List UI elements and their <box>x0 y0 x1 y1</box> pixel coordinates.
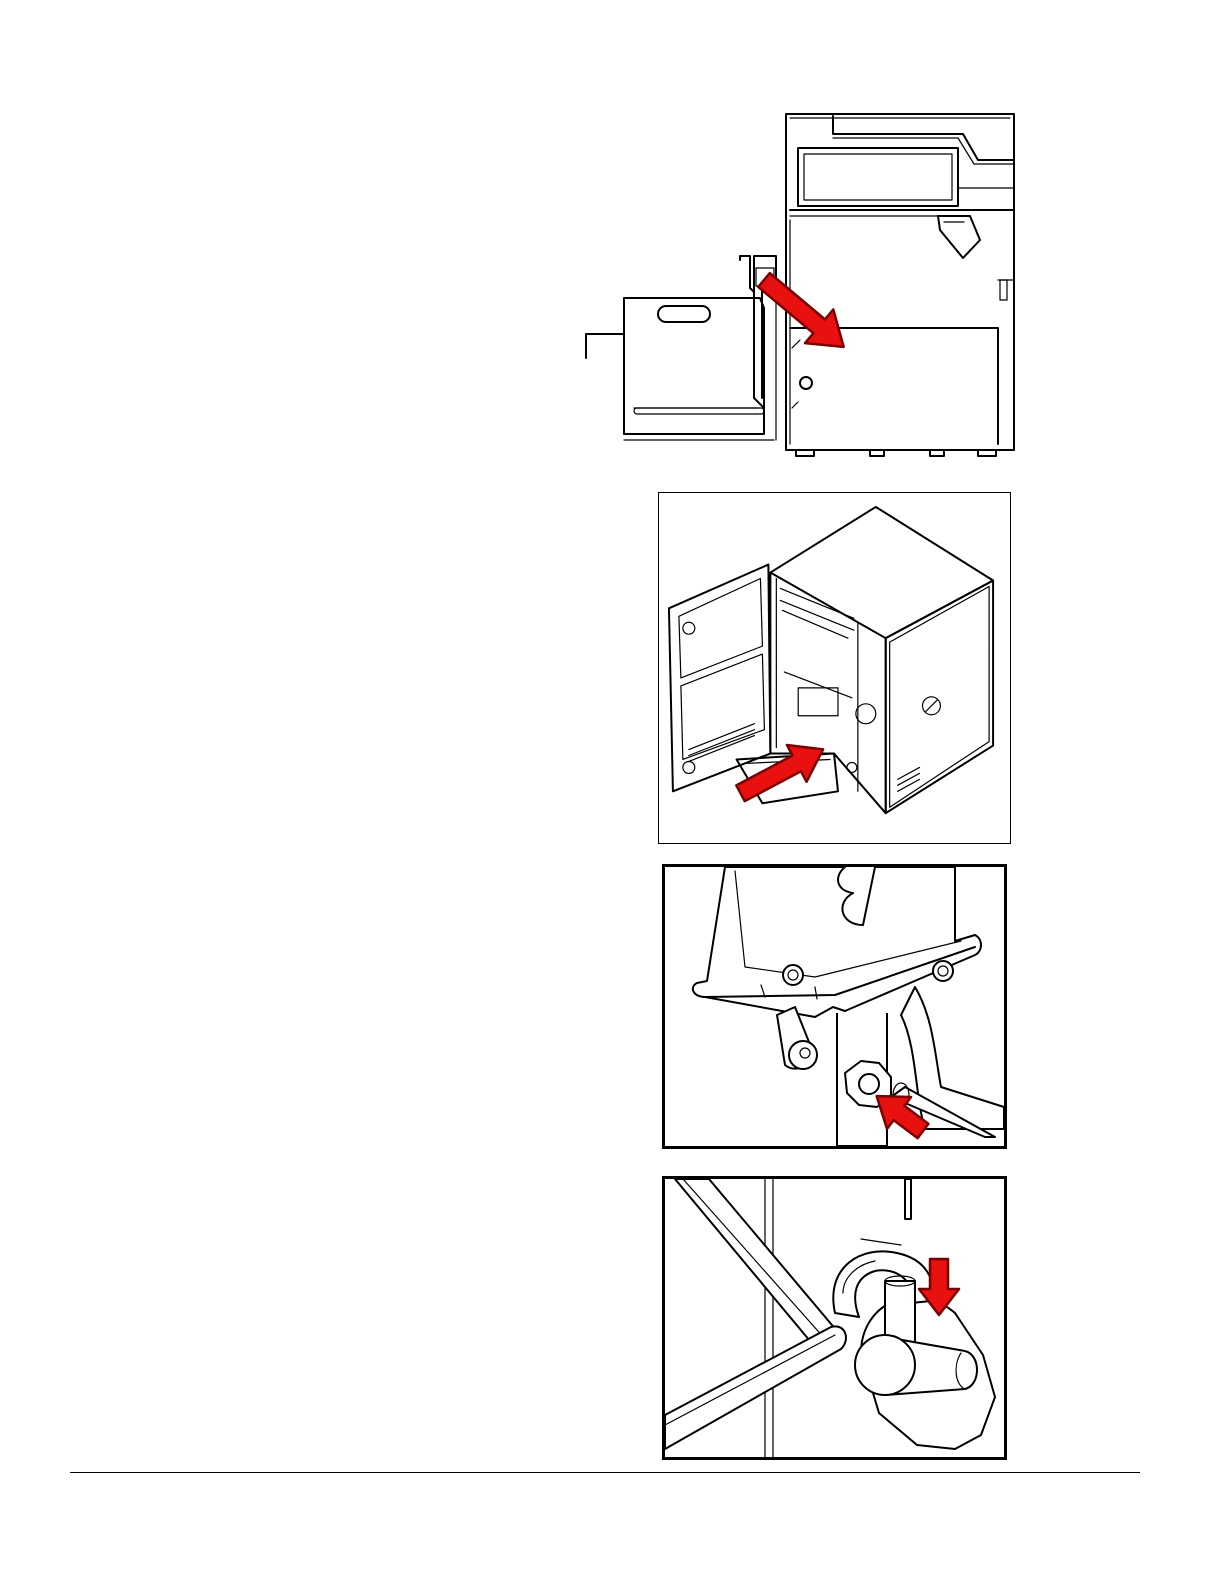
figure-pipe-detail <box>662 1176 1007 1460</box>
figure-cabinet-open-door <box>658 492 1011 844</box>
red-arrow-diagonal-up-left <box>665 867 1004 1146</box>
red-arrow-diagonal-down-right <box>578 108 1030 460</box>
red-arrow-down <box>665 1179 1004 1457</box>
footer-divider <box>70 1472 1140 1473</box>
figure-bracket-detail <box>662 864 1007 1149</box>
red-arrow-diagonal-up-right <box>659 493 1010 843</box>
figure-machine-side-view <box>578 108 1030 460</box>
